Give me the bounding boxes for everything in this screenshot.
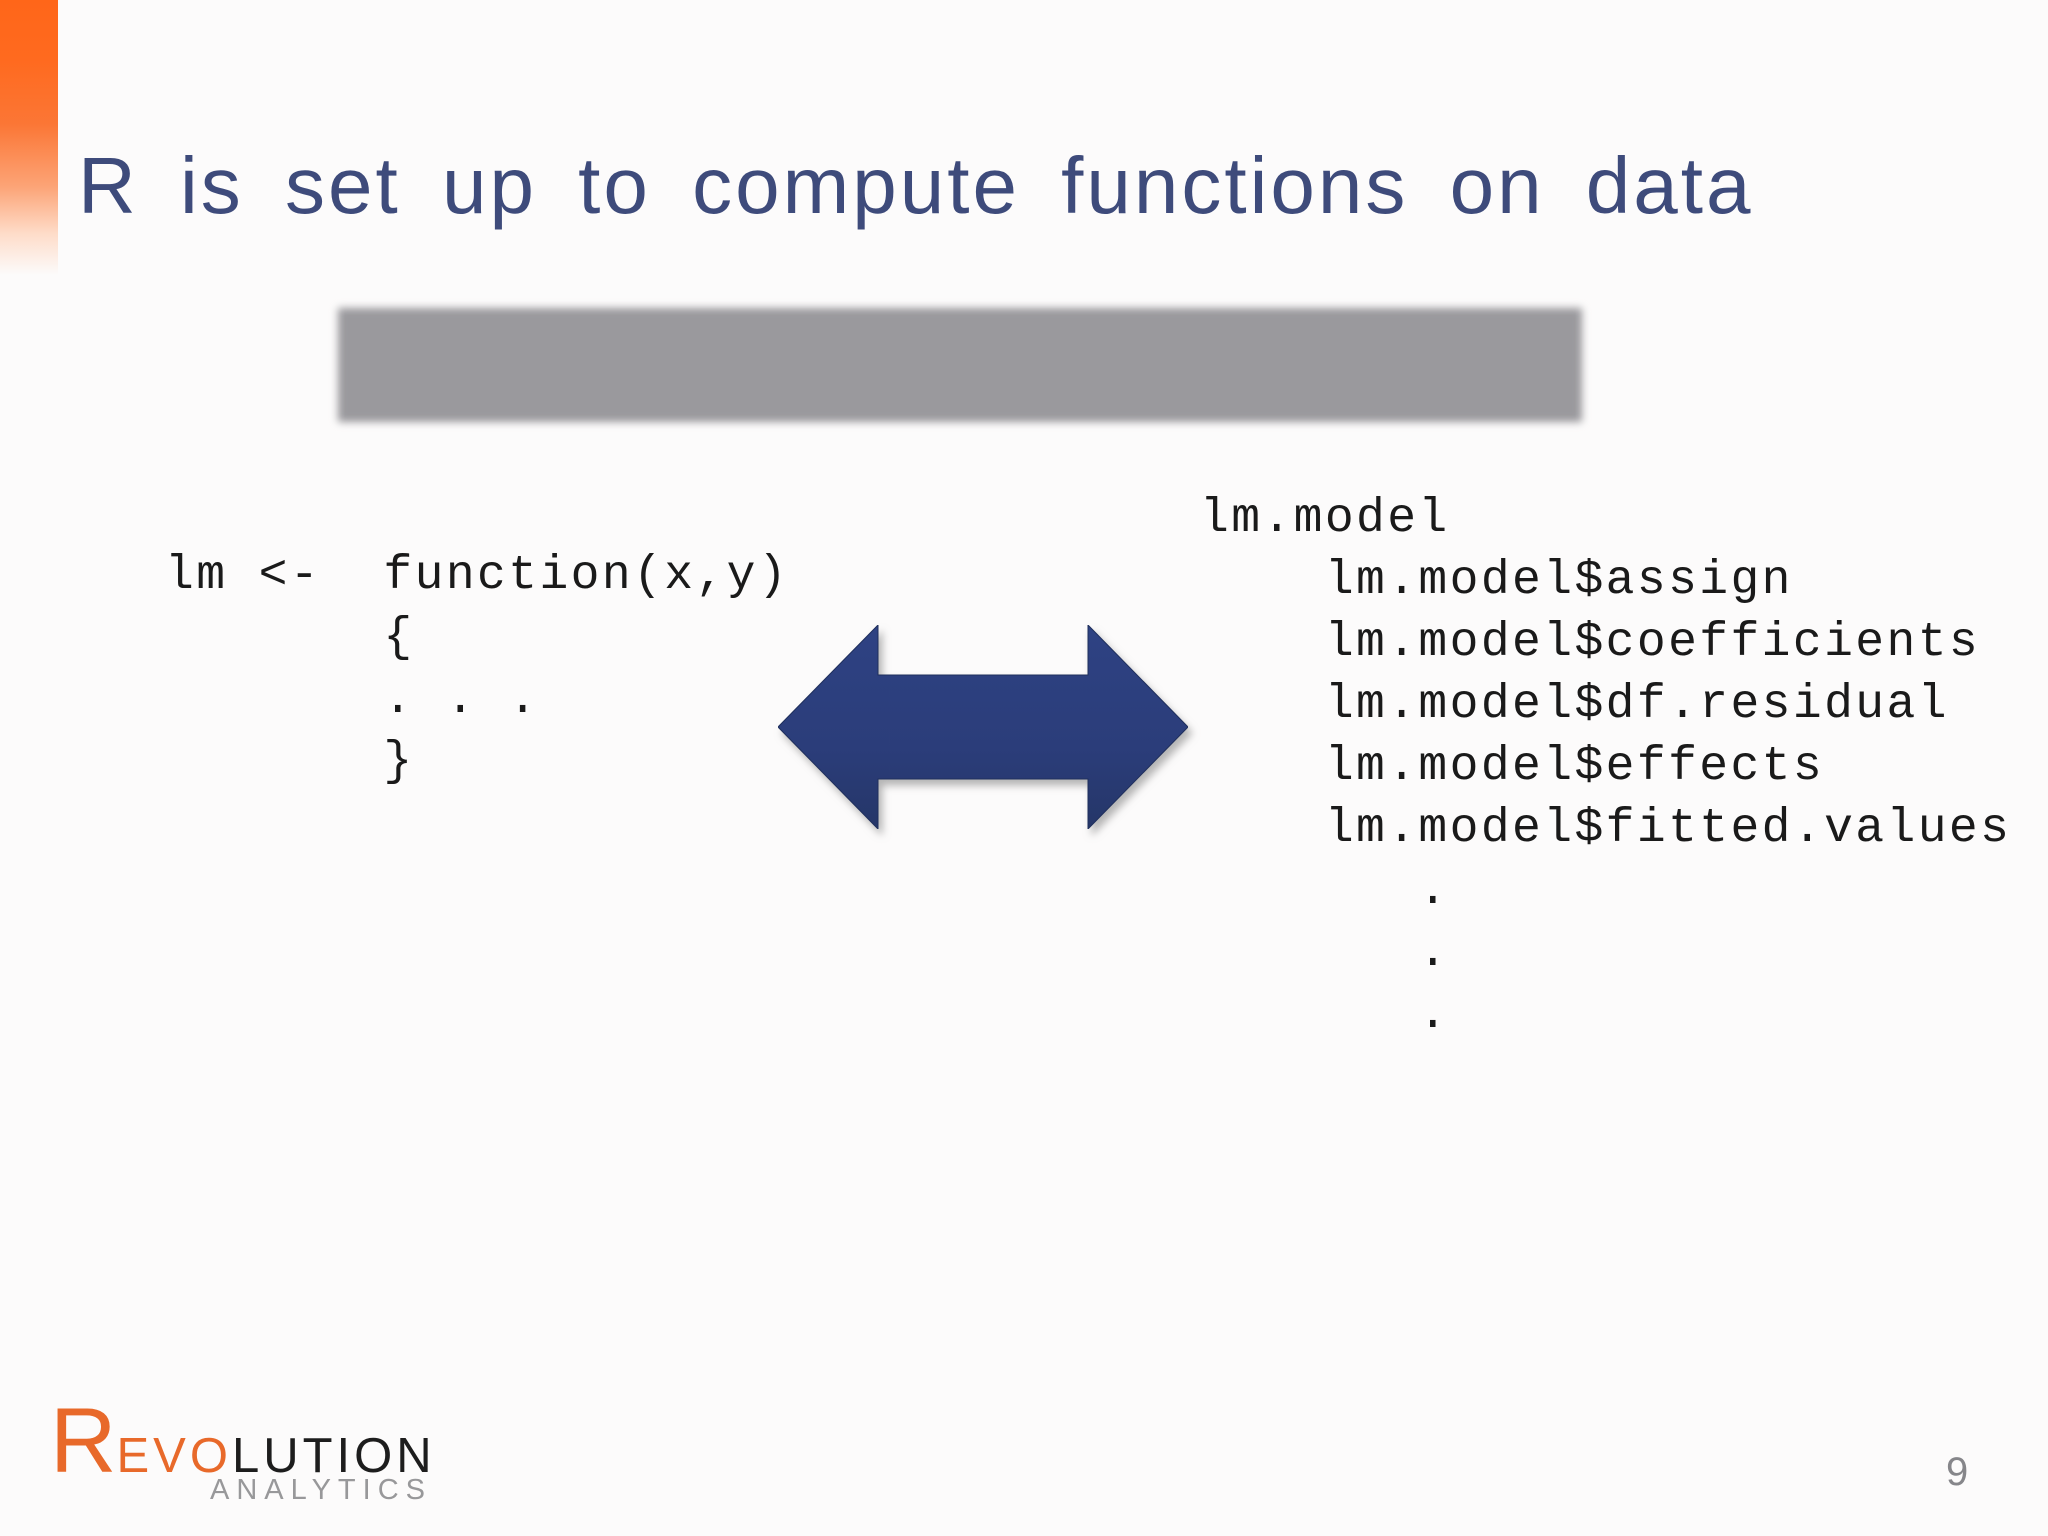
logo-evo-text: EVO [116,1429,232,1483]
redacted-gray-bar [338,308,1582,422]
logo-analytics-text: ANALYTICS [209,1474,432,1506]
slide-title: R is set up to compute functions on data [78,141,1754,230]
revolution-analytics-logo: REVOLUTION ANALYTICS [50,1395,432,1507]
code-block-lm-function: lm <- function(x,y) { . . . } [165,549,790,789]
page-number: 9 [1946,1450,1969,1494]
accent-gradient-bar [0,0,58,275]
code-block-lm-model-components: lm.model lm.model$assign lm.model$coeffi… [1200,492,2012,1042]
logo-letter-r: R [50,1390,117,1492]
logo-lution-text: LUTION [231,1429,436,1483]
logo-wordmark: REVOLUTION [50,1395,432,1487]
double-arrow-icon [777,623,1189,831]
